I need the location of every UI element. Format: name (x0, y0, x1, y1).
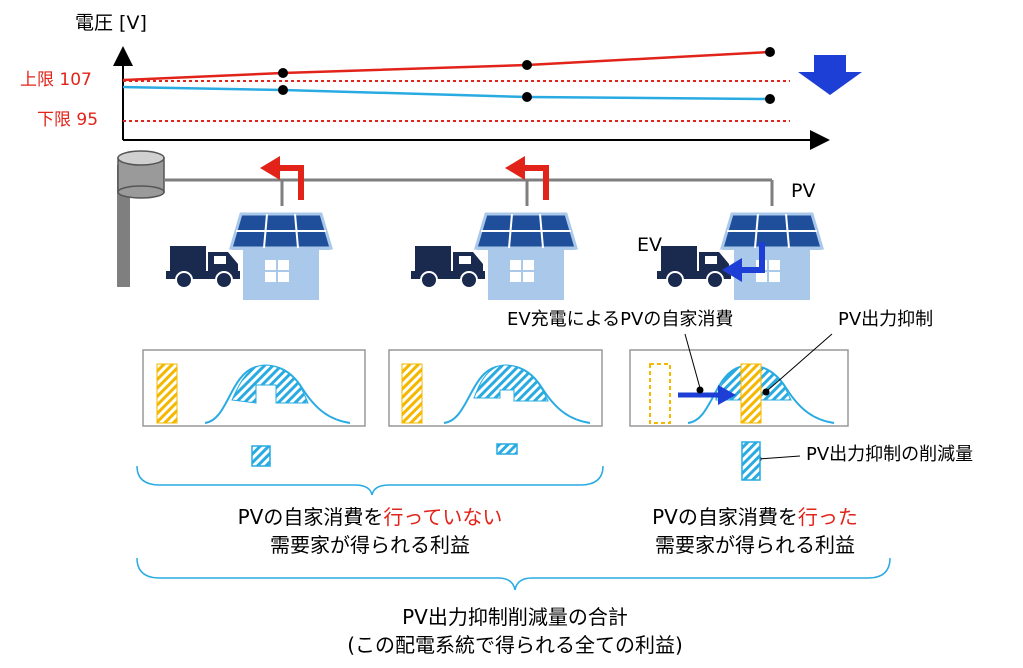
ev-load-bar-shifted (649, 363, 671, 424)
ev-load-bar (401, 363, 423, 424)
total-caption: PV出力抑制削減量の合計 (この配電系統で得られる全ての利益) (300, 603, 730, 659)
benefit-without-prefix: PVの自家消費を (237, 505, 384, 529)
group-bracket (136, 465, 604, 496)
benefit-without-caption: PVの自家消費を行っていない 需要家が得られる利益 (190, 503, 550, 559)
voltage-line-red (122, 50, 771, 82)
benefit-with-highlight: 行った (797, 505, 858, 529)
reduction-bar (496, 443, 518, 455)
profile-panel (142, 349, 366, 427)
voltage-point (278, 68, 288, 78)
reverse-flow-arrow-icon (260, 156, 304, 200)
reduction-bar (741, 441, 761, 481)
total-line1: PV出力抑制削減量の合計 (402, 605, 628, 629)
pv-curtailment-area (231, 364, 309, 404)
callout-line (757, 455, 801, 460)
transformer-icon (117, 150, 165, 199)
ev-load-bar (740, 363, 762, 424)
ev-truck-icon (165, 245, 241, 289)
down-arrow-icon (798, 55, 862, 95)
profile-panel (388, 349, 603, 427)
benefit-without-line2: 需要家が得られる利益 (270, 533, 470, 557)
distribution-line (117, 150, 774, 287)
reverse-flow-arrow-icon (505, 156, 549, 200)
pv-label: PV (791, 180, 816, 202)
profile-panel (629, 349, 849, 427)
voltage-point (522, 60, 532, 70)
ev-truck-icon (656, 245, 732, 289)
voltage-graph (113, 46, 862, 150)
pv-curtailment-area (473, 364, 549, 402)
ev-load-bar (156, 363, 178, 424)
benefit-without-highlight: 行っていない (383, 505, 503, 529)
benefit-with-caption: PVの自家消費を行った 需要家が得られる利益 (610, 503, 900, 559)
voltage-point (765, 94, 775, 104)
callout-line (684, 333, 701, 389)
benefit-with-prefix: PVの自家消費を (652, 505, 798, 529)
house-pv-icon (229, 212, 333, 302)
total-bracket (136, 557, 891, 591)
pv-curtailment-label: PV出力抑制 (838, 309, 934, 330)
ev-self-consumption-label: EV充電によるPVの自家消費 (507, 309, 734, 330)
callout-line (767, 333, 833, 391)
ev-truck-icon (410, 245, 486, 289)
y-axis-label: 電圧 [V] (75, 12, 147, 34)
voltage-point (522, 92, 532, 102)
house-pv-icon (720, 212, 824, 302)
voltage-line-blue (122, 85, 771, 101)
curtailment-reduction-label: PV出力抑制の削減量 (806, 444, 974, 465)
upper-limit-label: 上限 107 (20, 70, 92, 90)
benefit-with-line2: 需要家が得られる利益 (655, 533, 855, 557)
lower-limit-label: 下限 95 (37, 110, 99, 130)
shift-arrow-head-icon (718, 385, 736, 405)
total-line2: (この配電系統で得られる全ての利益) (347, 633, 683, 657)
voltage-point (765, 47, 775, 57)
voltage-point (278, 85, 288, 95)
house-pv-icon (474, 212, 578, 302)
ev-charging-arrow-icon (722, 242, 765, 282)
reduction-bar (251, 445, 271, 467)
ev-label: EV (637, 234, 663, 256)
